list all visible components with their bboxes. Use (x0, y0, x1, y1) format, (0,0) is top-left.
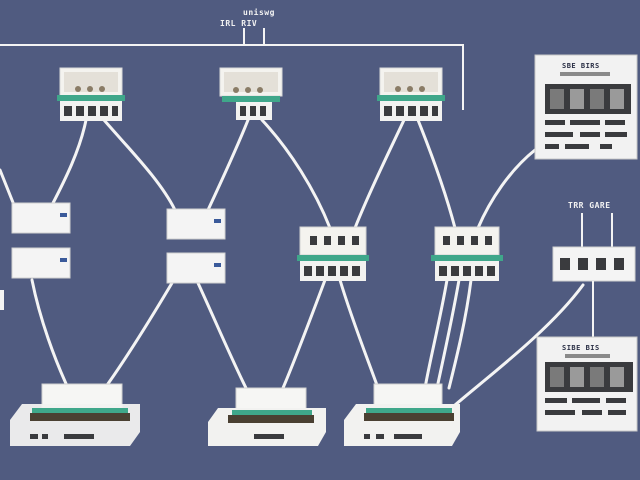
cable (206, 118, 250, 212)
top-label-2: IRL RIV (220, 19, 257, 28)
rack-server-2 (208, 387, 326, 446)
top-label-1: uniswg (243, 7, 275, 17)
panel-bottom-label: SIBE BIS (562, 344, 600, 352)
top-switch-2 (219, 67, 283, 120)
cable (103, 281, 174, 390)
rack-server-1 (10, 383, 140, 446)
panel-top-label: SBE BIRS (562, 62, 600, 70)
cable (435, 278, 461, 390)
access-box-4 (166, 252, 226, 284)
rack-server-3 (344, 383, 460, 446)
middle-switch-1 (297, 226, 369, 281)
cable (196, 281, 248, 390)
top-switch-3 (377, 67, 445, 121)
patch-panel (552, 246, 636, 282)
header-bus-line (0, 44, 464, 110)
cable (416, 118, 457, 230)
cable (0, 168, 16, 207)
cable (102, 118, 177, 212)
middle-switch-2 (431, 226, 503, 281)
control-panel-top: SBE BIRS (534, 54, 638, 160)
cable-group-upper (0, 118, 537, 230)
access-box-3 (166, 208, 226, 240)
cable (50, 118, 88, 207)
top-switch-1 (57, 67, 125, 121)
cable (30, 278, 70, 390)
control-panel-bottom: SIBE BIS (536, 336, 638, 432)
cable (281, 278, 327, 390)
cable (338, 278, 380, 390)
cable (423, 278, 449, 390)
cable (353, 118, 406, 230)
cable (476, 148, 537, 230)
cable (260, 118, 332, 230)
access-box-1 (11, 202, 71, 234)
right-label: TRR GARE (568, 201, 611, 210)
cable-group-lower (30, 278, 585, 407)
edge-device-stub (0, 290, 4, 310)
cable (453, 283, 585, 407)
access-box-2 (11, 247, 71, 279)
cable (447, 278, 473, 390)
